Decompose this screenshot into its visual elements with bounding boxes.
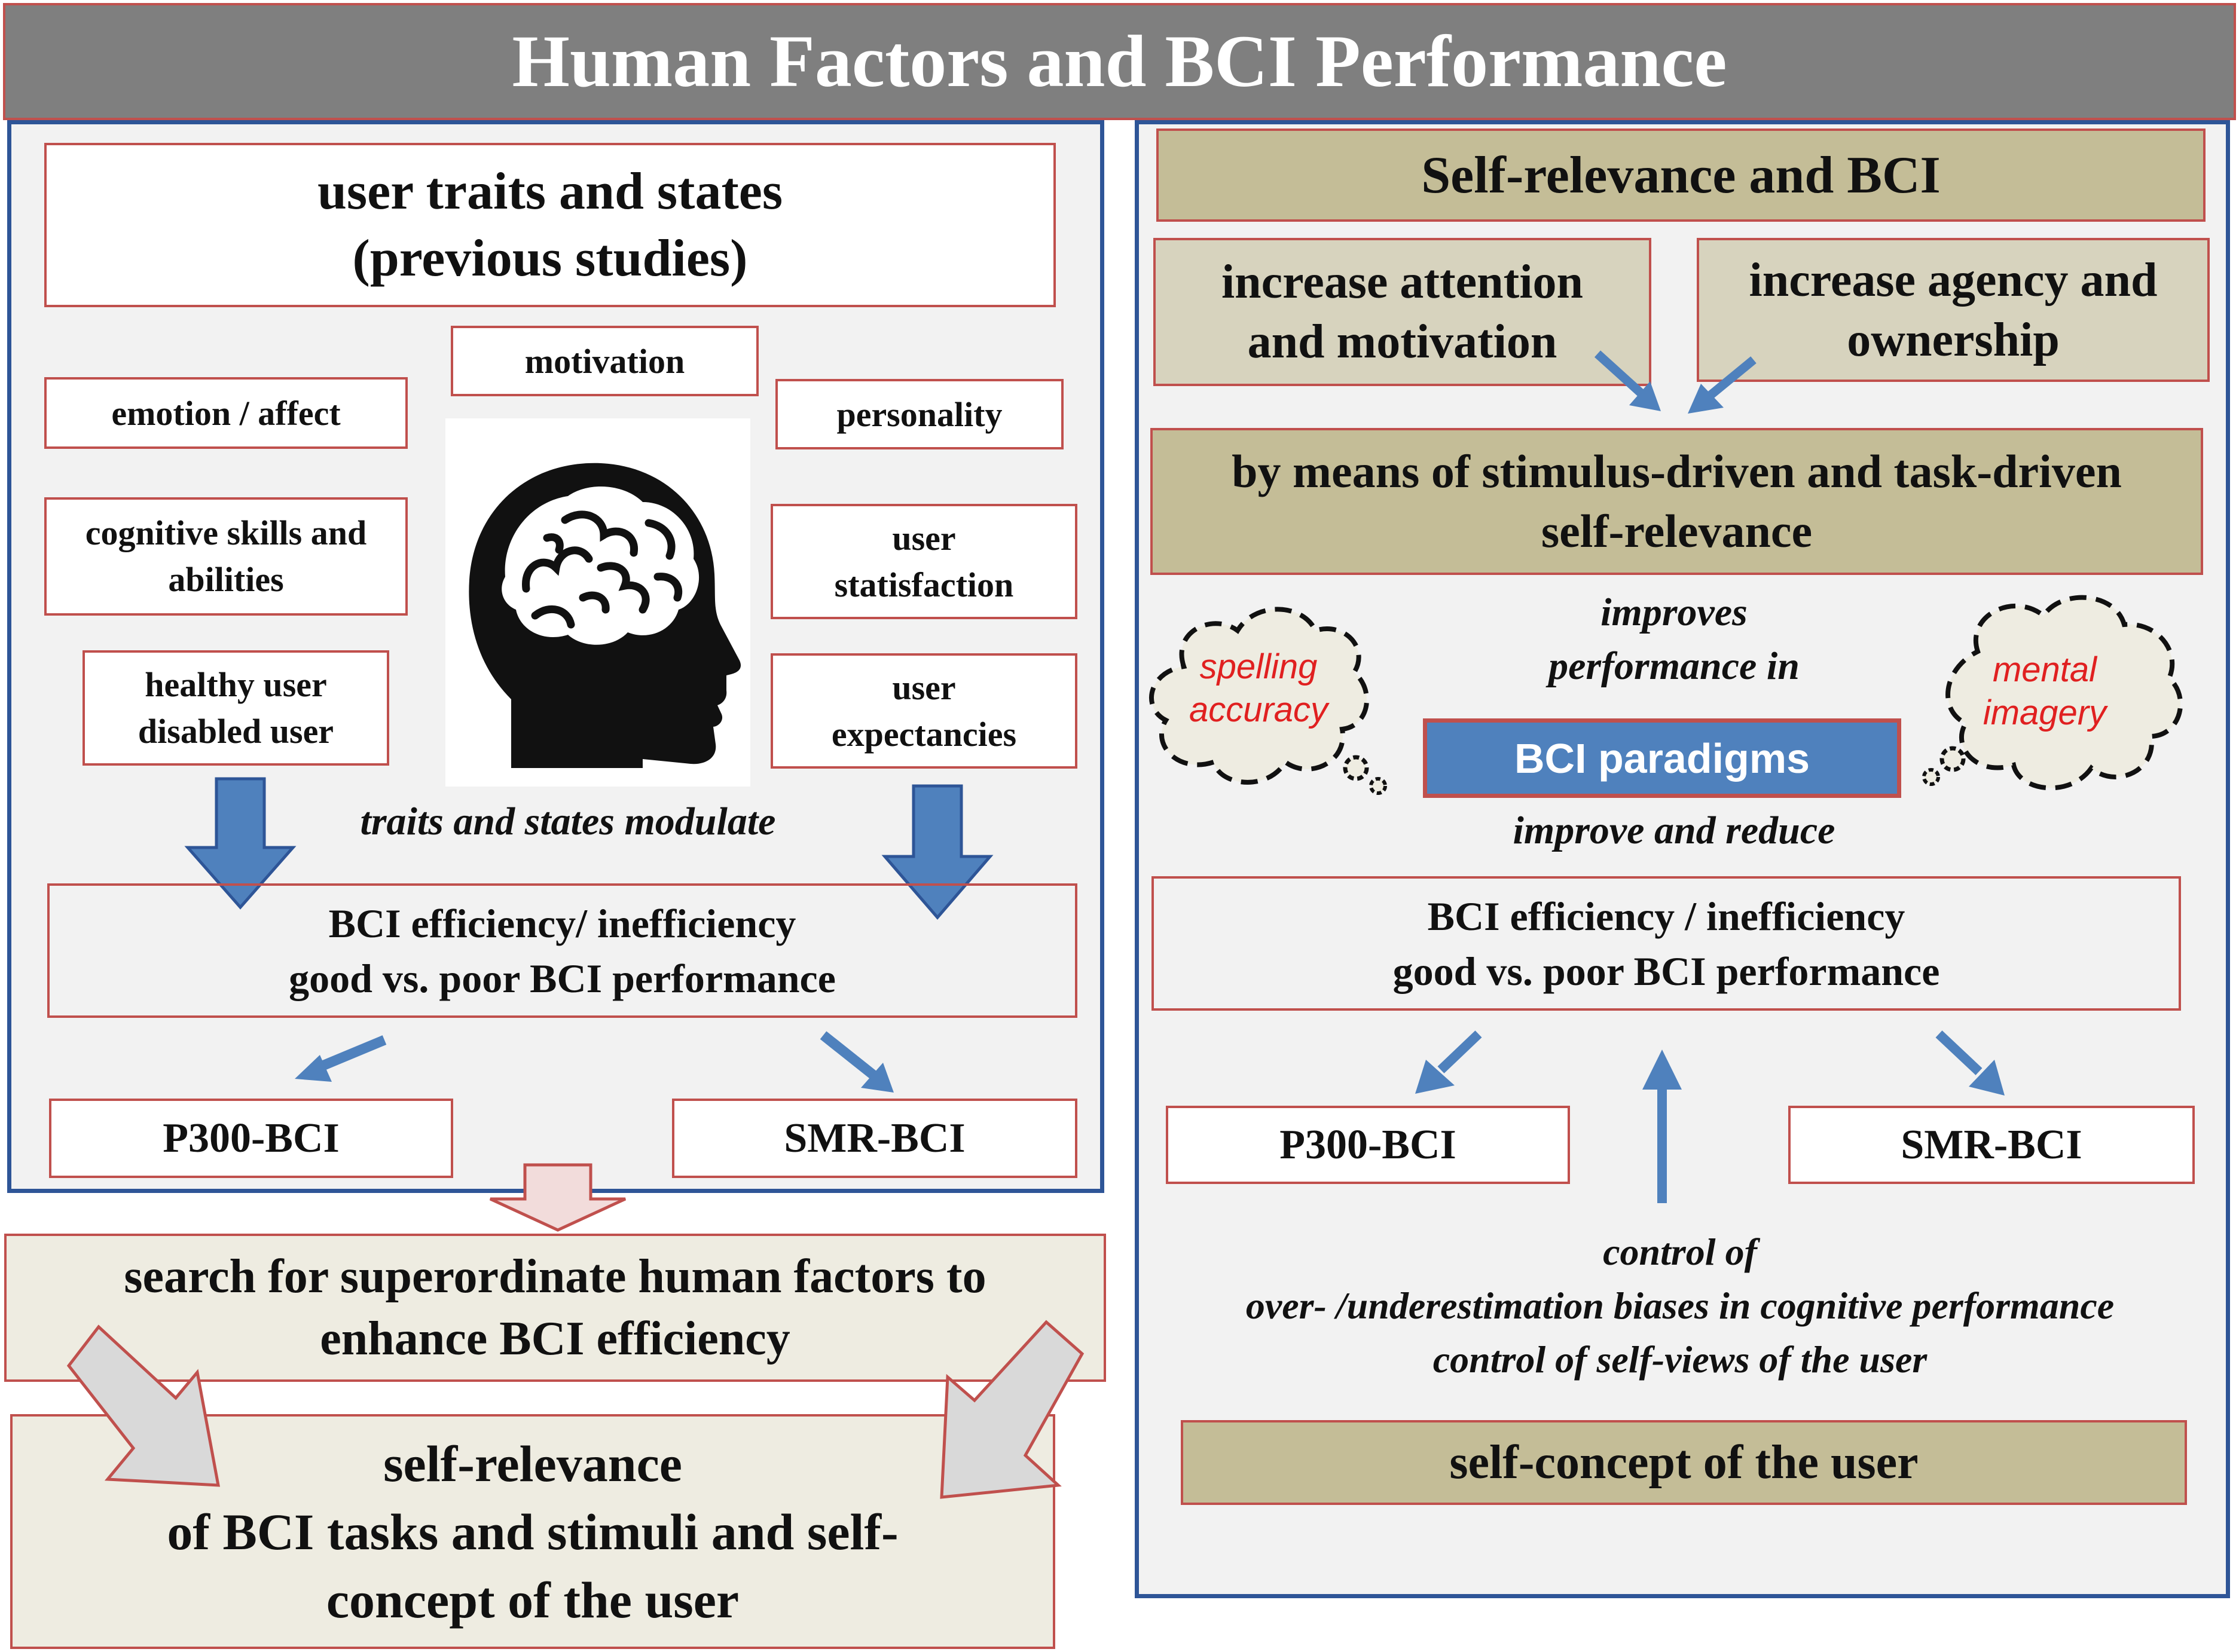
title-bar: Human Factors and BCI Performance [3, 3, 2236, 120]
user-traits-header-line2: (previous studies) [352, 229, 748, 287]
attention-line1: increase attention [1221, 256, 1584, 308]
arrow-attention-down [1594, 350, 1661, 411]
arrow-to-left-p300 [295, 1035, 387, 1082]
left-efficiency-box: BCI efficiency/ inefficiency good vs. po… [47, 883, 1077, 1018]
means-line2: self-relevance [1541, 505, 1813, 557]
self-concept-label: self-concept of the user [1449, 1436, 1919, 1489]
arrow-agency-down [1688, 356, 1757, 414]
improve-reduce-label: improve and reduce [1513, 809, 1835, 852]
right-efficiency-box: BCI efficiency / inefficiency good vs. p… [1151, 876, 2181, 1011]
agency-line1: increase agency and [1749, 253, 2158, 307]
personality-box: personality [775, 379, 1064, 449]
attention-box: increase attention and motivation [1153, 238, 1651, 386]
user-expectancies-box: user expectancies [771, 653, 1077, 769]
user-traits-header-line1: user traits and states [317, 162, 783, 221]
cloud-right-line1: mental [1992, 650, 2097, 689]
down-arrow-bottom [489, 1163, 627, 1232]
right-efficiency-line2: good vs. poor BCI performance [1392, 948, 1940, 994]
left-efficiency-line2: good vs. poor BCI performance [289, 955, 836, 1001]
control-line3: control of self-views of the user [1432, 1338, 1928, 1381]
attention-line2: and motivation [1247, 316, 1557, 368]
arrow-to-right-p300 [1415, 1030, 1482, 1094]
page-title: Human Factors and BCI Performance [512, 20, 1727, 102]
down-arrow-left [184, 777, 297, 910]
cloud-left-text: spelling accuracy [1166, 645, 1351, 732]
motivation-box: motivation [451, 326, 759, 396]
improves-line2: performance in [1548, 644, 1800, 688]
search-line1: search for superordinate human factors t… [124, 1250, 986, 1303]
disabled-user-label: disabled user [138, 711, 334, 751]
thought-cloud-icon-left [1149, 607, 1387, 795]
grey-arrow-left [66, 1324, 221, 1487]
user-traits-header: user traits and states (previous studies… [44, 143, 1056, 307]
traits-modulate-label: traits and states modulate [360, 800, 776, 843]
improve-reduce-text: improve and reduce [1423, 804, 1925, 858]
thought-cloud-icon-right [1922, 595, 2183, 791]
bci-paradigms-label: BCI paradigms [1514, 735, 1810, 782]
healthy-disabled-box: healthy user disabled user [83, 650, 389, 766]
cloud-left-line1: spelling [1199, 647, 1318, 686]
emotion-label: emotion / affect [111, 393, 341, 433]
means-box: by means of stimulus-driven and task-dri… [1150, 428, 2203, 575]
motivation-label: motivation [524, 341, 685, 381]
improves-line1: improves [1600, 591, 1748, 634]
left-smr-box: SMR-BCI [672, 1099, 1077, 1178]
self-concept-box: self-concept of the user [1181, 1420, 2187, 1505]
personality-label: personality [836, 394, 1003, 434]
right-smr-box: SMR-BCI [1788, 1106, 2195, 1184]
user-satisfaction-box: user statisfaction [771, 504, 1077, 619]
head-brain-icon [445, 418, 750, 787]
traits-modulate-text: traits and states modulate [299, 795, 837, 849]
cognitive-label: cognitive skills and abilities [85, 513, 367, 599]
self-relevance-line1: self-relevance [383, 1434, 682, 1492]
arrow-to-left-smr [820, 1031, 894, 1093]
control-line2: over- /underestimation biases in cogniti… [1245, 1284, 2115, 1327]
search-line2: enhance BCI efficiency [320, 1313, 790, 1365]
left-p300-label: P300-BCI [163, 1115, 340, 1161]
healthy-user-label: healthy user [145, 665, 327, 704]
up-arrow [1642, 1050, 1682, 1203]
user-expectancies-label: user expectancies [831, 668, 1017, 754]
grey-arrow-right [940, 1320, 1085, 1499]
right-efficiency-line1: BCI efficiency / inefficiency [1427, 893, 1905, 939]
agency-box: increase agency and ownership [1697, 238, 2210, 382]
cloud-right-line2: imagery [1983, 693, 2107, 732]
left-efficiency-line1: BCI efficiency/ inefficiency [328, 900, 796, 946]
control-text: control of over- /underestimation biases… [1154, 1222, 2206, 1390]
bci-paradigms-box: BCI paradigms [1423, 718, 1901, 798]
improves-text: improves performance in [1441, 586, 1907, 693]
search-box: search for superordinate human factors t… [4, 1234, 1106, 1382]
right-p300-label: P300-BCI [1279, 1121, 1456, 1168]
cloud-left-line2: accuracy [1189, 690, 1328, 729]
emotion-box: emotion / affect [44, 377, 408, 449]
agency-line2: ownership [1847, 313, 2060, 366]
means-line1: by means of stimulus-driven and task-dri… [1232, 445, 2122, 497]
self-relevance-header-label: Self-relevance and BCI [1421, 146, 1941, 204]
left-smr-label: SMR-BCI [784, 1115, 966, 1161]
cognitive-box: cognitive skills and abilities [44, 497, 408, 616]
user-satisfaction-label: user statisfaction [834, 518, 1014, 604]
self-relevance-line3: concept of the user [326, 1571, 740, 1629]
control-line1: control of [1603, 1231, 1757, 1273]
right-smr-label: SMR-BCI [1901, 1121, 2082, 1168]
right-p300-box: P300-BCI [1166, 1106, 1570, 1184]
arrow-to-right-smr [1935, 1030, 2005, 1096]
cloud-right-text: mental imagery [1949, 648, 2140, 735]
self-relevance-header: Self-relevance and BCI [1156, 129, 2206, 222]
left-p300-box: P300-BCI [49, 1099, 453, 1178]
self-relevance-line2: of BCI tasks and stimuli and self- [167, 1503, 899, 1561]
